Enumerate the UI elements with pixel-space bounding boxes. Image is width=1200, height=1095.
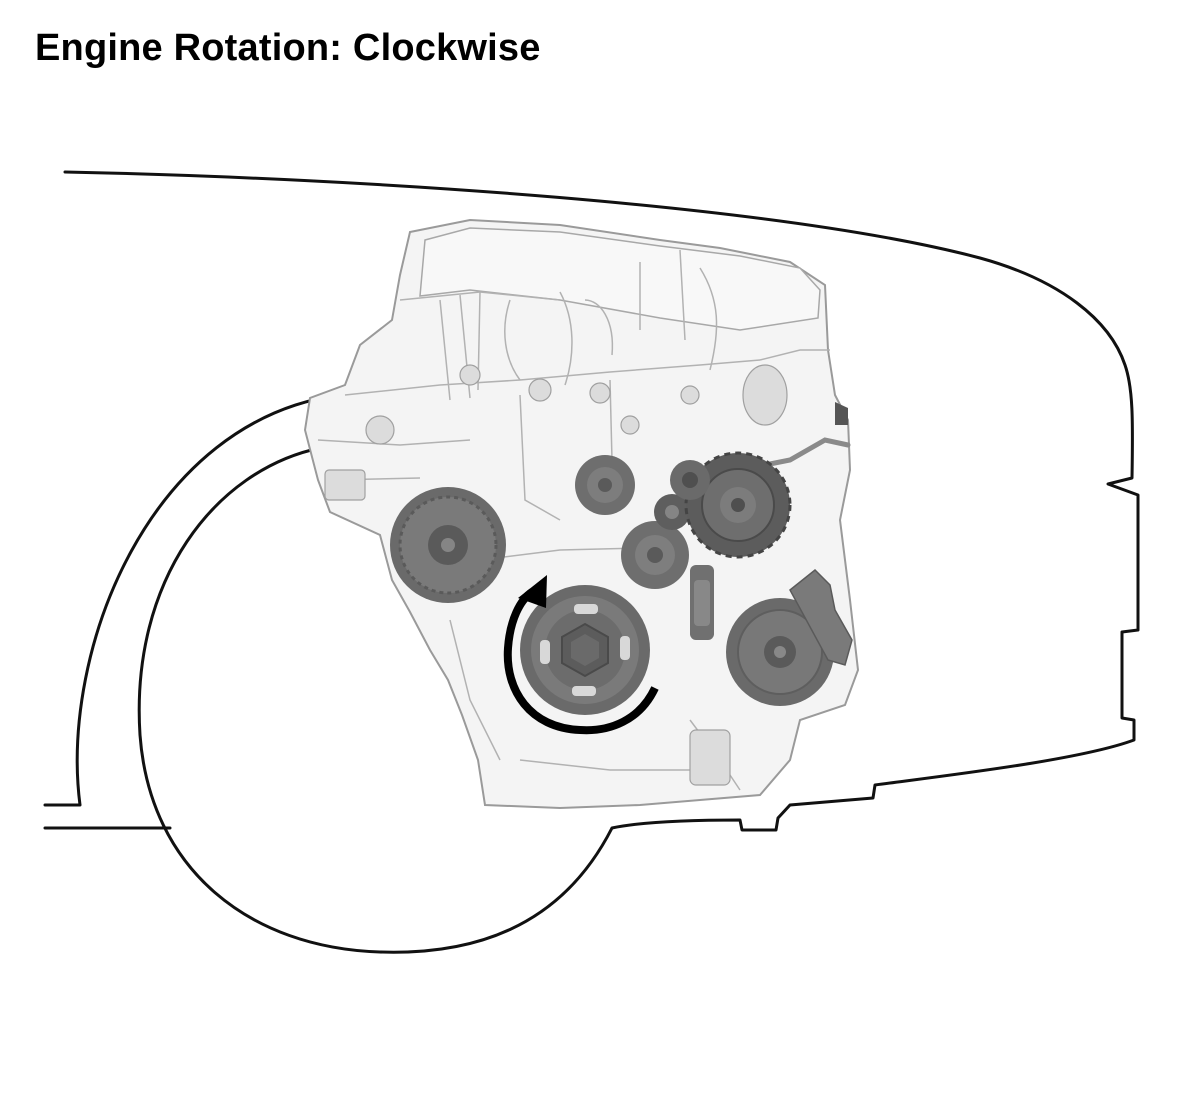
ac-compressor-pulley [726, 598, 834, 706]
idler-pulley-small [670, 460, 710, 500]
tensioner-pulley [654, 494, 690, 530]
alternator-pulley [390, 487, 506, 603]
water-pump-pulley [684, 451, 792, 559]
wheel-arch [75, 393, 614, 954]
rotation-arrow-icon [503, 575, 659, 735]
page-title: Engine Rotation: Clockwise [35, 27, 541, 69]
crankshaft-pulley [520, 585, 650, 715]
accessory-pulleys [390, 451, 853, 715]
vehicle-body-outline [43, 170, 1140, 832]
idler-pulley-lower [621, 521, 689, 589]
idler-pulley-upper [575, 455, 635, 515]
